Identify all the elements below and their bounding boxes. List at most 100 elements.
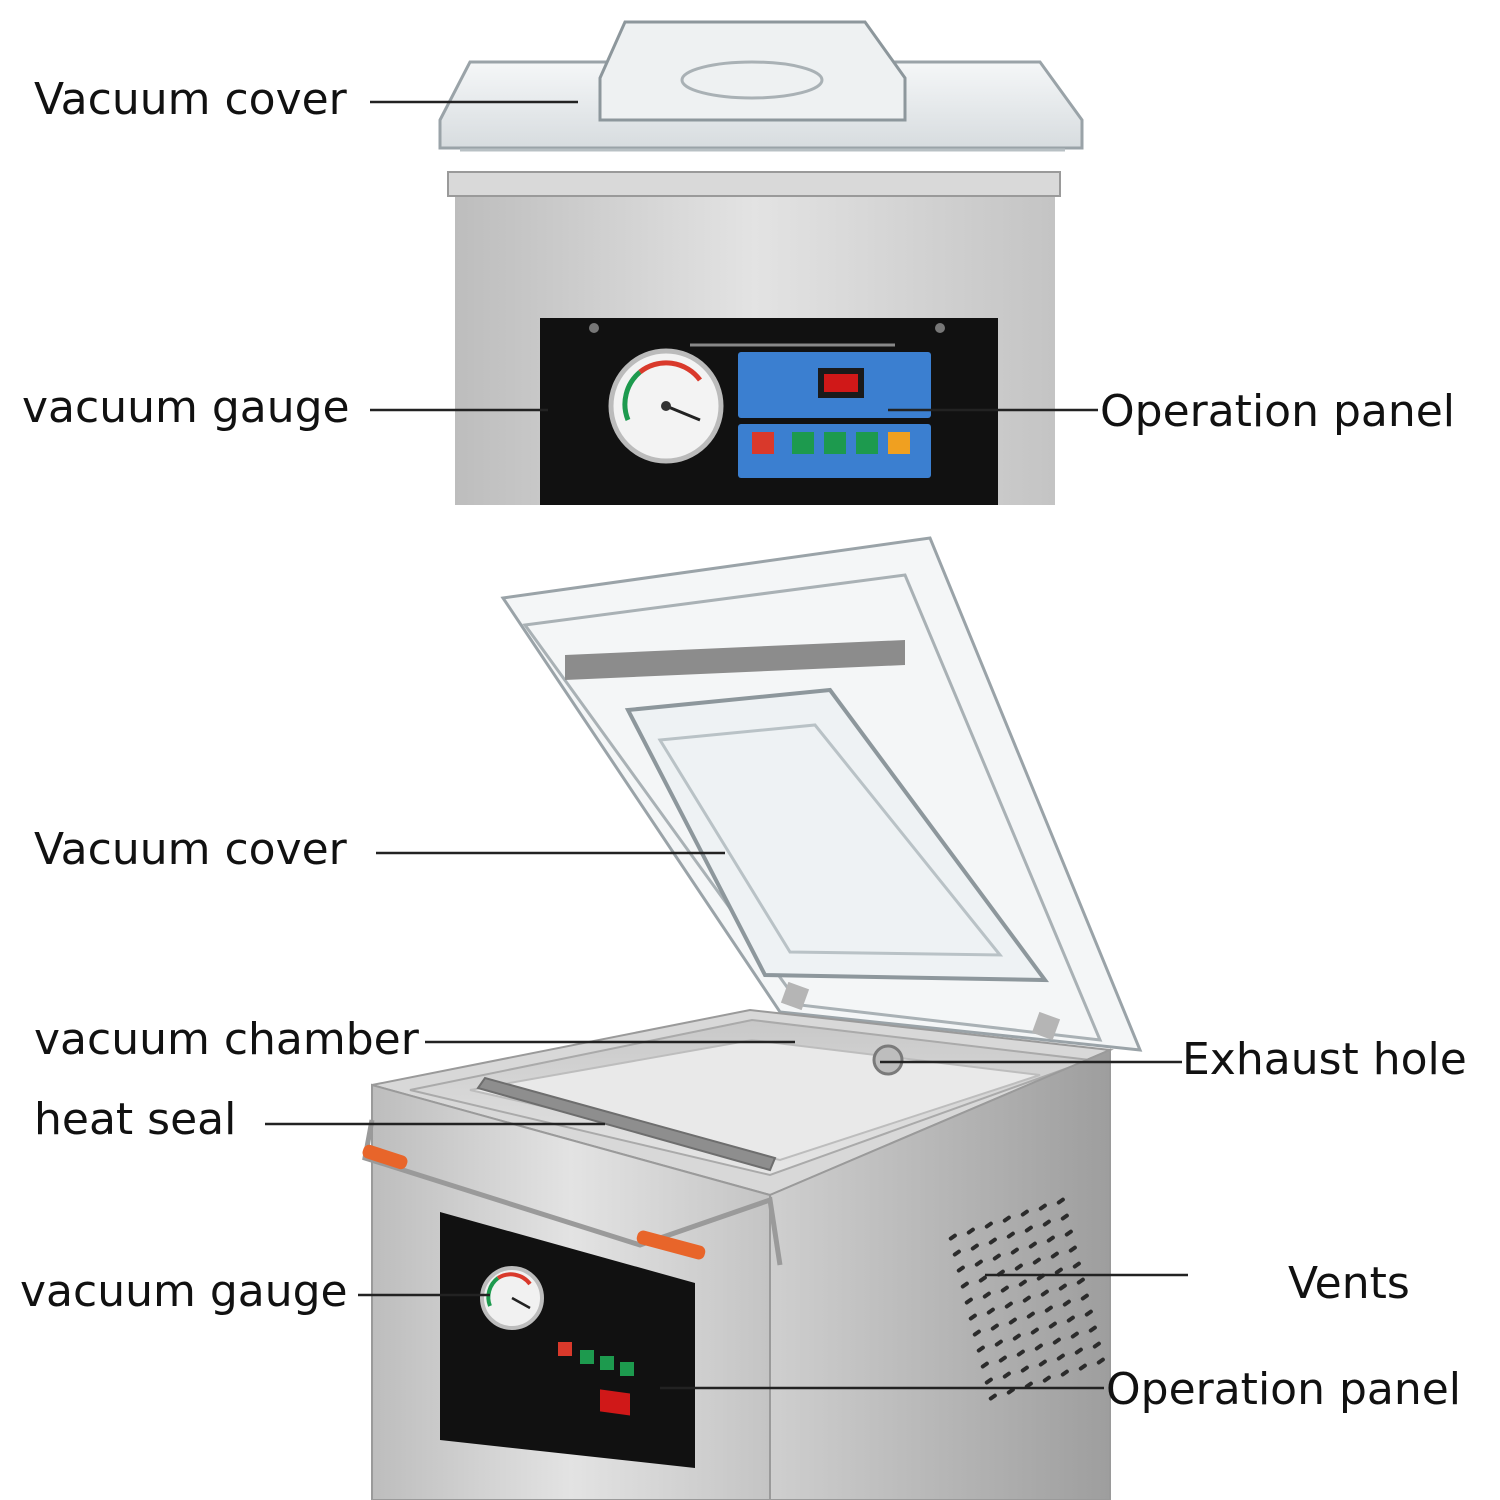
bottom-led-display bbox=[600, 1389, 630, 1416]
bottom-vacuum-cover-lid bbox=[500, 536, 1143, 1052]
vent-slot bbox=[964, 1297, 973, 1305]
label-bottom-operation-panel: Operation panel bbox=[1106, 1364, 1462, 1415]
vent-slot bbox=[1008, 1317, 1017, 1325]
vent-slot bbox=[960, 1281, 969, 1289]
vent-slot bbox=[1016, 1349, 1025, 1357]
top-control-panel bbox=[540, 318, 998, 505]
vent-slot bbox=[1056, 1197, 1065, 1205]
vent-slot bbox=[1068, 1245, 1077, 1253]
label-top-operation-panel: Operation panel bbox=[1100, 386, 1456, 437]
handle bbox=[362, 1119, 783, 1266]
vent-slot bbox=[1020, 1209, 1029, 1217]
top-machine-rim bbox=[447, 171, 1061, 197]
leader-lines bbox=[265, 100, 1188, 1390]
vent-slot bbox=[1088, 1325, 1097, 1333]
vent-slot bbox=[1042, 1219, 1051, 1227]
vent-slot bbox=[1044, 1305, 1053, 1313]
label-heat-seal: heat seal bbox=[34, 1094, 237, 1145]
vent-slot bbox=[992, 1253, 1001, 1261]
vent-slot bbox=[1006, 1387, 1015, 1395]
vent-slot bbox=[1046, 1235, 1055, 1243]
vent-slot bbox=[1022, 1295, 1031, 1303]
top-green-button-3 bbox=[856, 432, 878, 454]
vent-slot bbox=[1038, 1359, 1047, 1367]
vent-slot bbox=[1092, 1341, 1101, 1349]
label-bottom-vacuum-cover: Vacuum cover bbox=[34, 824, 347, 875]
vent-slot bbox=[1014, 1263, 1023, 1271]
label-vents: Vents bbox=[1288, 1258, 1410, 1309]
label-vacuum-chamber: vacuum chamber bbox=[34, 1014, 419, 1065]
vent-slot bbox=[966, 1227, 975, 1235]
vent-slot bbox=[1042, 1375, 1051, 1383]
vent-slot bbox=[1034, 1343, 1043, 1351]
vent-slot bbox=[984, 1377, 993, 1385]
vent-slot bbox=[948, 1233, 957, 1241]
vent-slot bbox=[988, 1237, 997, 1245]
vent-slot bbox=[1060, 1213, 1069, 1221]
top-gauge-dial bbox=[608, 348, 724, 464]
vent-slot bbox=[980, 1361, 989, 1369]
bottom-green-button-2 bbox=[600, 1356, 614, 1370]
vent-slot bbox=[1072, 1261, 1081, 1269]
vent-slot bbox=[994, 1339, 1003, 1347]
bottom-machine bbox=[362, 536, 1143, 1500]
top-green-button-1 bbox=[792, 432, 814, 454]
vent-slot bbox=[1080, 1293, 1089, 1301]
vent-slot bbox=[976, 1345, 985, 1353]
bottom-green-button-3 bbox=[620, 1362, 634, 1376]
bottom-green-button-1 bbox=[580, 1350, 594, 1364]
vent-slot bbox=[952, 1249, 961, 1257]
vent-slot bbox=[1070, 1331, 1079, 1339]
exhaust-hole bbox=[872, 1044, 904, 1076]
vent-slot bbox=[1018, 1279, 1027, 1287]
vent-slot bbox=[1078, 1363, 1087, 1371]
vent-slot bbox=[1006, 1231, 1015, 1239]
vent-slot bbox=[1002, 1371, 1011, 1379]
vent-slot bbox=[982, 1291, 991, 1299]
top-machine bbox=[438, 20, 1084, 505]
vent-slot bbox=[1020, 1365, 1029, 1373]
vent-slot bbox=[1052, 1337, 1061, 1345]
vent-slot bbox=[1058, 1283, 1067, 1291]
vent-slot bbox=[990, 1323, 999, 1331]
vent-slot bbox=[968, 1313, 977, 1321]
vent-slot bbox=[974, 1259, 983, 1267]
vent-slot bbox=[978, 1275, 987, 1283]
vent-slot bbox=[984, 1221, 993, 1229]
bottom-gauge-dial bbox=[480, 1266, 544, 1330]
label-bottom-vacuum-gauge: vacuum gauge bbox=[20, 1266, 348, 1317]
vent-slot bbox=[1024, 1225, 1033, 1233]
vent-slot bbox=[956, 1265, 965, 1273]
vent-slot bbox=[1050, 1251, 1059, 1259]
vent-slot bbox=[1000, 1285, 1009, 1293]
vent-slot bbox=[1076, 1277, 1085, 1285]
vent-slot bbox=[1012, 1333, 1021, 1341]
vent-slot bbox=[998, 1355, 1007, 1363]
vent-slot bbox=[1054, 1267, 1063, 1275]
vent-slot bbox=[1048, 1321, 1057, 1329]
vent-slot bbox=[1056, 1353, 1065, 1361]
vent-slot bbox=[1062, 1299, 1071, 1307]
top-vacuum-cover-lid bbox=[438, 20, 1084, 152]
vent-slot bbox=[1064, 1229, 1073, 1237]
vent-slot bbox=[1028, 1241, 1037, 1249]
vent-slot bbox=[1096, 1357, 1105, 1365]
vent-slot bbox=[986, 1307, 995, 1315]
top-orange-button bbox=[888, 432, 910, 454]
vents bbox=[948, 1197, 1105, 1401]
vent-slot bbox=[1026, 1311, 1035, 1319]
vent-slot bbox=[1066, 1315, 1075, 1323]
vent-slot bbox=[1074, 1347, 1083, 1355]
top-red-button bbox=[752, 432, 774, 454]
vent-slot bbox=[1038, 1203, 1047, 1211]
hinge-right bbox=[1031, 1011, 1061, 1041]
vent-slot bbox=[1060, 1369, 1069, 1377]
label-exhaust-hole: Exhaust hole bbox=[1182, 1034, 1467, 1085]
vent-slot bbox=[970, 1243, 979, 1251]
heat-seal-bar bbox=[476, 1076, 777, 1172]
vent-slot bbox=[1032, 1257, 1041, 1265]
label-top-vacuum-gauge: vacuum gauge bbox=[22, 382, 350, 433]
vent-slot bbox=[1040, 1289, 1049, 1297]
vent-slot bbox=[1004, 1301, 1013, 1309]
